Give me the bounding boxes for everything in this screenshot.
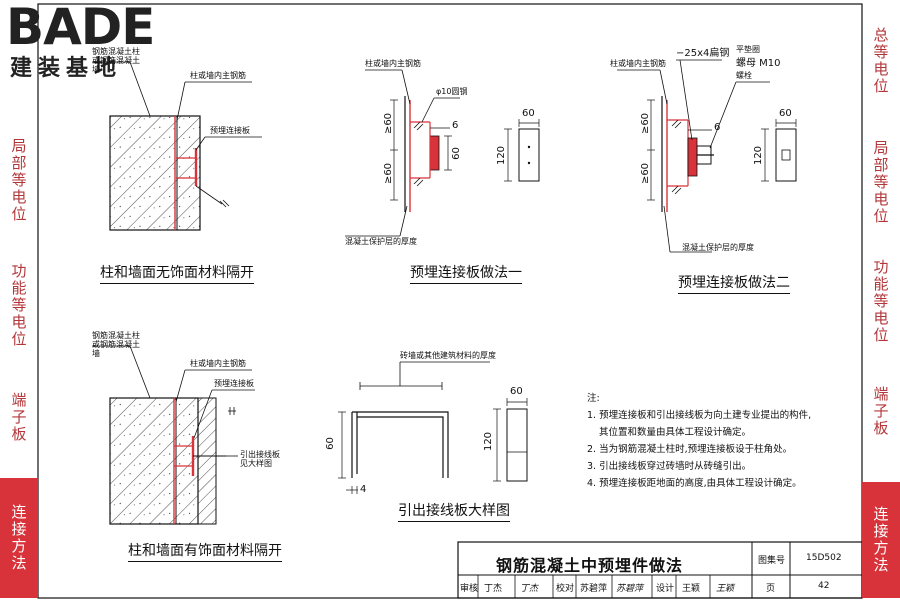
note-item: 2. 当为钢筋混凝土柱时,预埋连接板设于柱角处。 (587, 444, 793, 455)
brand-subtitle: 建装基地 (10, 56, 123, 81)
right-tab-connection-method[interactable]: 连接方法 (862, 482, 900, 598)
brand-logo: BADE (6, 0, 155, 56)
note-item: 其位置和数量由具体工程设计确定。 (599, 427, 752, 438)
drawing-title: 钢筋混凝土中预埋件做法 (496, 556, 684, 575)
detail2-rebar-label: 柱或墙内主钢筋 (365, 59, 421, 68)
detail3-dim-60a: ≥60 (640, 112, 652, 135)
detail1-graphic (92, 61, 262, 231)
detail3-washer-label: 平垫圈 (736, 45, 760, 54)
design-label: 设计 (656, 584, 675, 594)
title-block-grid (457, 541, 863, 599)
detail2-dim-60-mid: 60 (450, 147, 462, 160)
detail2-plate-side-view (518, 128, 540, 182)
detail4-column-label: 钢筋混凝土柱或钢筋混凝土墙 (92, 331, 140, 358)
reviewer-name: 丁杰 (484, 584, 503, 594)
designer-signature: 王颖 (716, 584, 735, 594)
checker-signature: 苏碧萍 (616, 584, 644, 594)
designer-name: 王颖 (682, 584, 701, 594)
detail2-graphic (345, 69, 540, 237)
note-item: 3. 引出接线板穿过砖墙时从砖缝引出。 (587, 461, 752, 472)
left-tab-local-bonding[interactable]: 局部等电位 (9, 137, 28, 223)
notes-heading: 注: (587, 393, 600, 404)
detail3-dim-120: 120 (753, 145, 765, 166)
detail2-round-bar-label: φ10圆钢 (436, 87, 468, 96)
detail2-dim-60a: ≥60 (383, 112, 395, 135)
detail2-cover-label: 混凝土保护层的厚度 (345, 237, 417, 246)
atlas-label: 图集号 (758, 556, 786, 566)
detail3-flat-steel (687, 137, 698, 177)
review-label: 审核 (460, 584, 479, 594)
detail1-plate-label: 预埋连接板 (210, 126, 250, 135)
page-border (37, 3, 863, 599)
detail5-graphic (338, 361, 528, 494)
atlas-number: 15D502 (806, 553, 842, 563)
page-label: 页 (766, 584, 776, 594)
page-number: 42 (818, 581, 830, 591)
left-tab-terminal-board[interactable]: 端子板 (9, 391, 28, 443)
left-tab-connection-method[interactable]: 连接方法 (0, 478, 38, 598)
right-tab-functional-bonding[interactable]: 功能等电位 (871, 258, 890, 344)
detail4-graphic (92, 345, 255, 525)
detail4-finish-layer (197, 397, 217, 525)
detail4-caption: 柱和墙面有饰面材料隔开 (128, 540, 282, 562)
notes-block: 注: 1. 预埋连接板和引出接线板为向土建专业提出的构件, 其位置和数量由具体工… (587, 390, 811, 492)
detail2-plate (429, 135, 440, 171)
detail3-plate-side-view (775, 128, 797, 182)
detail3-caption: 预埋连接板做法二 (678, 272, 790, 294)
detail3-bolt-label: 螺栓 (736, 71, 752, 80)
detail3-nut-label: 螺母 M10 (736, 58, 781, 69)
detail5-lead-plate (351, 411, 449, 478)
note-item: 1. 预埋连接板和引出接线板为向土建专业提出的构件, (587, 410, 812, 421)
detail3-rebar-label: 柱或墙内主钢筋 (610, 59, 666, 68)
detail2-dim-60-top: 60 (522, 108, 535, 119)
detail2-dim-120: 120 (496, 145, 508, 166)
detail1-rebar-label: 柱或墙内主钢筋 (190, 71, 246, 80)
detail5-dim-60-top: 60 (510, 386, 523, 397)
detail2-dim-6: 6 (452, 120, 459, 131)
check-label: 校对 (556, 584, 575, 594)
detail1-column (109, 115, 201, 231)
checker-name: 苏碧萍 (580, 584, 608, 594)
detail3-graphic (617, 59, 797, 253)
detail1-column-label: 钢筋混凝土柱或钢筋混凝土墙 (92, 47, 140, 74)
right-tab-local-bonding[interactable]: 局部等电位 (871, 139, 890, 225)
detail3-dim-6: 6 (714, 122, 721, 133)
detail4-plate-label: 预埋连接板 (214, 379, 254, 388)
detail2-dim-60b: ≥60 (383, 162, 395, 185)
right-tab-main-bonding[interactable]: 总等电位 (871, 27, 890, 95)
detail4-lead-plate-label: 引出接线板见大样图 (240, 450, 280, 468)
detail5-side-view (506, 408, 528, 482)
detail2-caption: 预埋连接板做法一 (410, 262, 522, 284)
detail5-dim-60-left: 60 (324, 437, 336, 450)
detail3-dim-60b: ≥60 (640, 162, 652, 185)
note-item: 4. 预埋连接板距地面的高度,由具体工程设计确定。 (587, 478, 802, 489)
detail1-caption: 柱和墙面无饰面材料隔开 (100, 262, 254, 284)
detail3-cover-label: 混凝土保护层的厚度 (682, 243, 754, 252)
detail5-dim-120: 120 (483, 431, 495, 452)
detail3-dim-60-top: 60 (779, 108, 792, 119)
detail4-column (109, 397, 199, 525)
detail4-rebar-label: 柱或墙内主钢筋 (190, 359, 246, 368)
detail5-caption: 引出接线板大样图 (398, 500, 510, 522)
right-tab-terminal-board[interactable]: 端子板 (871, 385, 890, 437)
detail3-flat-steel-label: −25x4扁钢 (676, 48, 730, 59)
reviewer-signature: 丁杰 (520, 584, 539, 594)
left-tab-functional-bonding[interactable]: 功能等电位 (9, 262, 28, 348)
detail5-dim-4: 4 (360, 484, 367, 495)
detail5-wall-label: 砖墙或其他建筑材料的厚度 (400, 351, 496, 360)
